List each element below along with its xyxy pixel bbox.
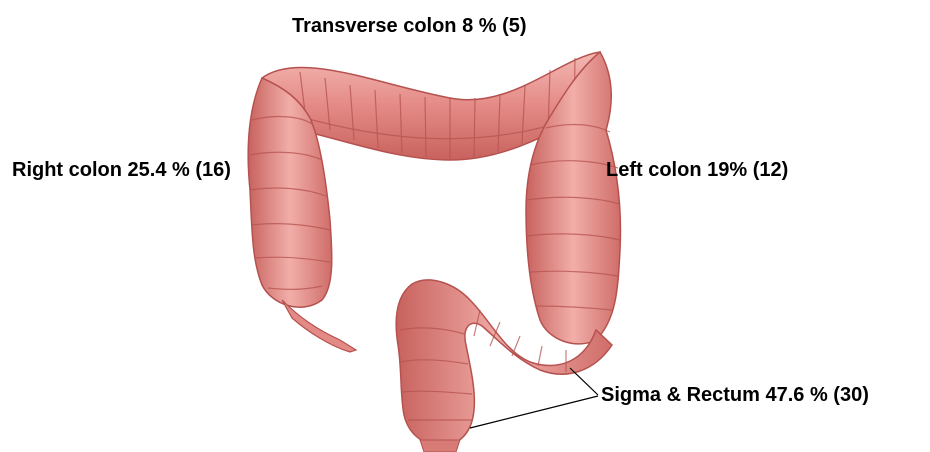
appendix <box>282 300 356 352</box>
transverse-colon-label: Transverse colon 8 % (5) <box>292 16 527 36</box>
sigma-leader-lines <box>470 368 598 428</box>
right-colon-label: Right colon 25.4 % (16) <box>12 160 231 180</box>
sigma-rectum-label: Sigma & Rectum 47.6 % (30) <box>601 385 869 405</box>
anal-canal <box>420 440 460 452</box>
left-colon-label: Left colon 19% (12) <box>606 160 788 180</box>
